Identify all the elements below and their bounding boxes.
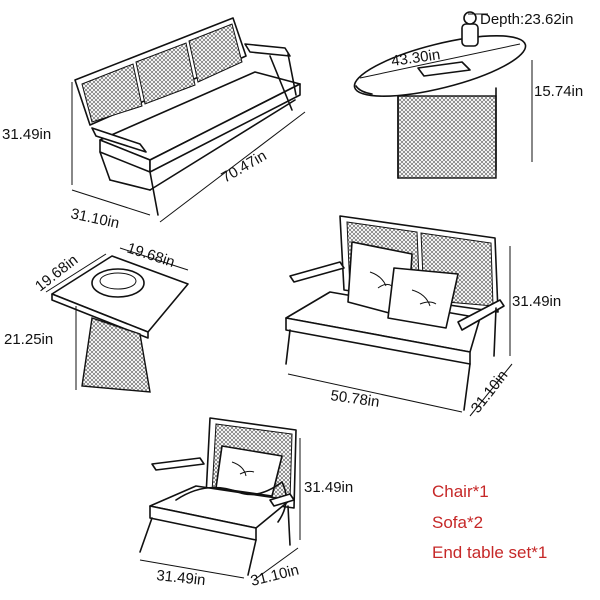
loveseat-height-label: 31.49in xyxy=(512,293,561,310)
armchair-width-label: 31.49in xyxy=(156,567,207,589)
loveseat xyxy=(285,215,513,417)
coffee-table-depth-label: Depth:23.62in xyxy=(480,11,573,28)
sofa3-width-label: 70.47in xyxy=(219,147,270,186)
legend-chair: Chair*1 xyxy=(432,482,489,501)
sofa3-depth-label: 31.10in xyxy=(69,205,121,232)
legend-sofa: Sofa*2 xyxy=(432,513,484,532)
coffee-table-width-label: 43.30in xyxy=(390,46,441,70)
armchair-depth-label: 31.10in xyxy=(249,561,301,589)
coffee-table xyxy=(353,11,533,179)
coffee-table-height-label: 15.74in xyxy=(534,83,583,100)
end-table-height-label: 21.25in xyxy=(4,331,53,348)
legend-end-table-set: End table set*1 xyxy=(432,543,548,562)
end-table xyxy=(45,247,189,393)
loveseat-depth-label: 31.10in xyxy=(468,367,512,416)
armchair-height-label: 31.49in xyxy=(304,479,353,496)
sofa3-height-label: 31.49in xyxy=(2,126,51,143)
three-seat-sofa xyxy=(71,17,306,223)
loveseat-width-label: 50.78in xyxy=(329,387,380,411)
armchair xyxy=(139,417,301,581)
